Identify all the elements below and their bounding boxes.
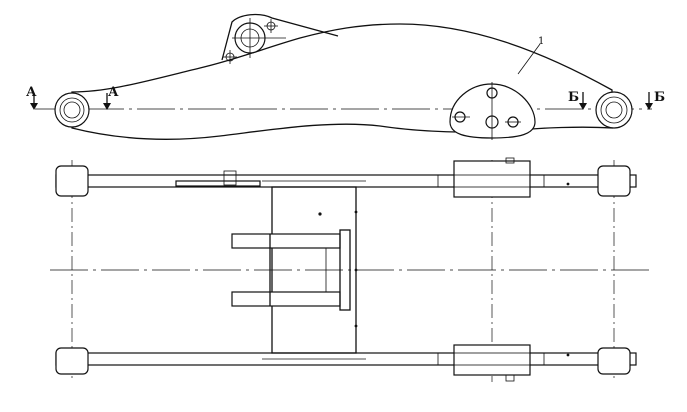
rivet-3: [354, 268, 358, 272]
bottom-plate-flange: [437, 352, 545, 366]
rivet-5: [566, 182, 570, 186]
top-bracket-lug: [223, 170, 237, 186]
upper-lug-bracket: [221, 13, 339, 61]
section-a-right-label: А: [108, 85, 119, 100]
part-leader-line: [517, 43, 541, 75]
side-elevation-view: 1 А А Б Б: [26, 13, 665, 140]
left-bearing-ring: [59, 97, 85, 123]
right-bearing-ring: [600, 96, 628, 124]
top-plate-block: [453, 160, 531, 198]
cylinder-mount-inner: [278, 247, 327, 293]
section-b-right-arrow: [645, 103, 653, 110]
plan-view: [50, 157, 652, 382]
bottom-plate-nut: [505, 374, 515, 382]
upper-cylinder-rod: [231, 233, 341, 249]
section-a-right-arrow: [103, 103, 111, 110]
section-a-left-label: А: [26, 85, 37, 100]
cylinder-mount-plate: [339, 229, 351, 311]
rivet-1: [318, 212, 322, 216]
bottom-right-bearing-block: [597, 347, 631, 375]
top-bracket-plate: [175, 180, 261, 187]
rivet-4: [354, 324, 358, 328]
section-b-left-arrow: [579, 103, 587, 110]
top-plate-flange: [437, 174, 545, 188]
right-bearing-bore: [605, 101, 623, 119]
section-b-left-label: Б: [568, 90, 579, 105]
rivet-2: [354, 210, 358, 214]
top-left-bearing-block: [55, 165, 89, 197]
rivet-6: [566, 353, 570, 357]
bottom-left-bearing-block: [55, 347, 89, 375]
arm-body-outline: [71, 23, 613, 140]
lower-cylinder-rod: [231, 291, 341, 307]
top-plate-nut: [505, 157, 515, 164]
section-a-left-arrow: [30, 103, 38, 110]
top-right-bearing-block: [597, 165, 631, 197]
right-bearing-eye: [595, 91, 633, 129]
bottom-plate-block: [453, 344, 531, 376]
part-number-label: 1: [538, 36, 544, 47]
left-bearing-bore: [63, 101, 81, 119]
section-b-right-label: Б: [654, 90, 665, 105]
